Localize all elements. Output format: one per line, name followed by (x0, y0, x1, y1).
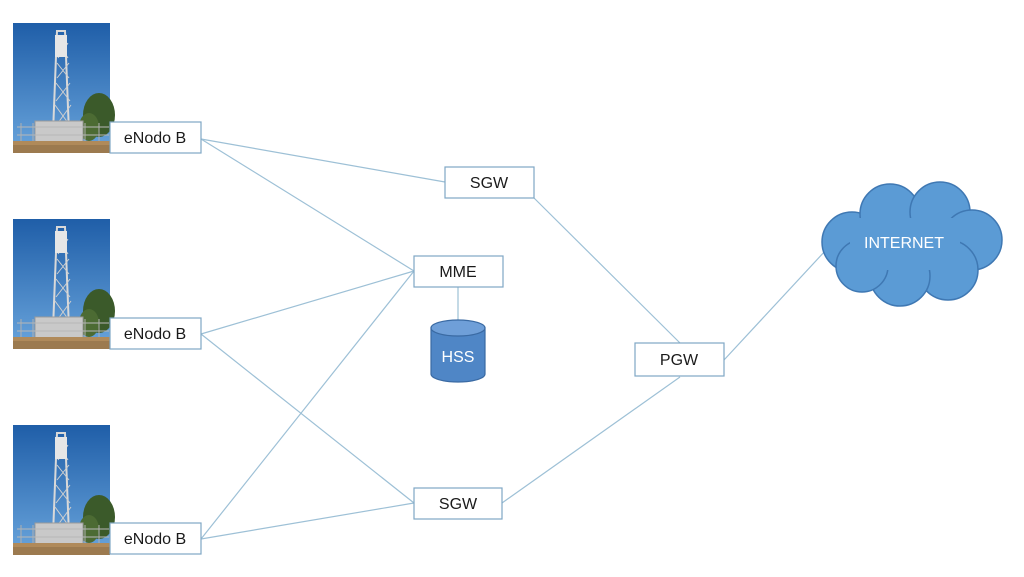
connections (200, 138, 827, 540)
link-enb3-sgw-bottom (200, 502, 415, 540)
enodeb-2-box (109, 317, 202, 350)
sgw-top[interactable]: SGW (444, 166, 535, 199)
link-enb1-sgw-top (200, 138, 446, 183)
sgw-top-label: SGW (470, 175, 509, 192)
database-cylinder-icon (430, 327, 486, 383)
pgw[interactable]: PGW (634, 342, 725, 377)
link-pgw-internet (723, 249, 827, 361)
enodeb-2-label: eNodo B (124, 326, 186, 343)
internet-label: INTERNET (864, 235, 944, 252)
hss[interactable]: HSS (430, 319, 486, 383)
mme-box (413, 255, 504, 288)
internet[interactable]: INTERNET (821, 181, 1003, 307)
cloud-fill (850, 218, 960, 270)
cell-tower-photo (12, 424, 116, 556)
database-cylinder-top (430, 319, 486, 337)
sgw-bottom-label: SGW (439, 496, 478, 513)
enodeb-3[interactable]: eNodo B (12, 424, 202, 556)
link-enb1-mme (200, 138, 415, 272)
link-sgw-top-pgw (533, 197, 681, 344)
pgw-label: PGW (660, 352, 699, 369)
sgw-bottom[interactable]: SGW (413, 487, 503, 520)
mme-label: MME (439, 264, 476, 281)
enodeb-1-label: eNodo B (124, 130, 186, 147)
enodeb-3-label: eNodo B (124, 531, 186, 548)
enodeb-1-box (109, 121, 202, 154)
sgw-bottom-box (413, 487, 503, 520)
link-sgw-bottom-pgw (501, 376, 681, 504)
enodeb-1[interactable]: eNodo B (12, 22, 202, 154)
mme[interactable]: MME (413, 255, 504, 288)
enodeb-3-box (109, 522, 202, 555)
cell-tower-photo (12, 22, 116, 154)
cell-tower-photo (12, 218, 116, 350)
sgw-top-box (444, 166, 535, 199)
enodeb-2[interactable]: eNodo B (12, 218, 202, 350)
link-enb2-sgw-bottom (200, 333, 415, 504)
link-enb2-mme (200, 270, 415, 335)
pgw-box (634, 342, 725, 377)
link-enb3-mme (200, 270, 415, 540)
hss-label: HSS (442, 349, 475, 366)
